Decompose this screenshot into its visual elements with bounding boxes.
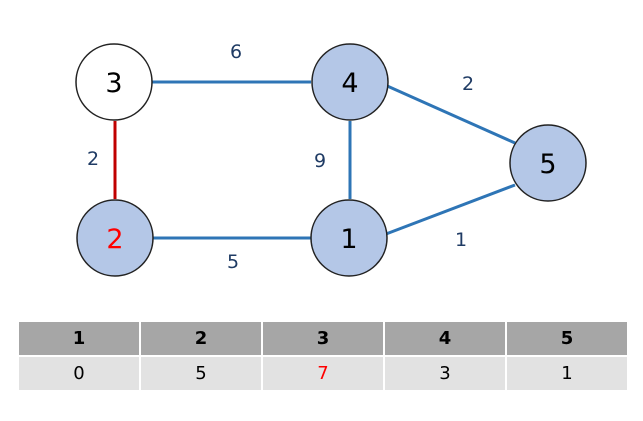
node-4: 4 [311,43,389,121]
node-5-label: 5 [539,149,556,180]
edge-weight-4-1: 9 [314,150,326,172]
table-value-cell: 5 [139,355,263,392]
table-header-cell: 1 [17,320,141,357]
node-2: 2 [76,199,154,277]
edge-weight-4-5: 2 [462,73,474,95]
table-value-cell: 0 [17,355,141,392]
distance-table-value-row: 0 5 7 3 1 [17,355,629,392]
node-1: 1 [310,199,388,277]
table-header-cell: 5 [505,320,629,357]
table-value-cell: 1 [505,355,629,392]
edge-1-5 [385,183,516,236]
edge-weight-1-5: 1 [455,229,467,251]
node-2-label: 2 [106,224,123,255]
distance-table: 1 2 3 4 5 0 5 7 3 1 [17,320,629,392]
table-header-cell: 2 [139,320,263,357]
edge-weight-2-1: 5 [227,251,239,273]
node-3: 3 [75,43,153,121]
graph-diagram: 6 2 9 2 5 1 3 4 5 2 1 [75,41,587,277]
edge-weight-3-4: 6 [230,41,242,63]
table-header-cell: 3 [261,320,385,357]
table-value-cell: 3 [383,355,507,392]
node-3-label: 3 [105,68,122,99]
node-1-label: 1 [340,224,357,255]
distance-table-header-row: 1 2 3 4 5 [17,320,629,357]
node-5: 5 [509,124,587,202]
table-header-cell: 4 [383,320,507,357]
table-value-cell-highlight: 7 [261,355,385,392]
node-4-label: 4 [341,68,358,99]
edge-weight-3-2: 2 [87,148,99,170]
edge-4-5 [384,83,516,145]
